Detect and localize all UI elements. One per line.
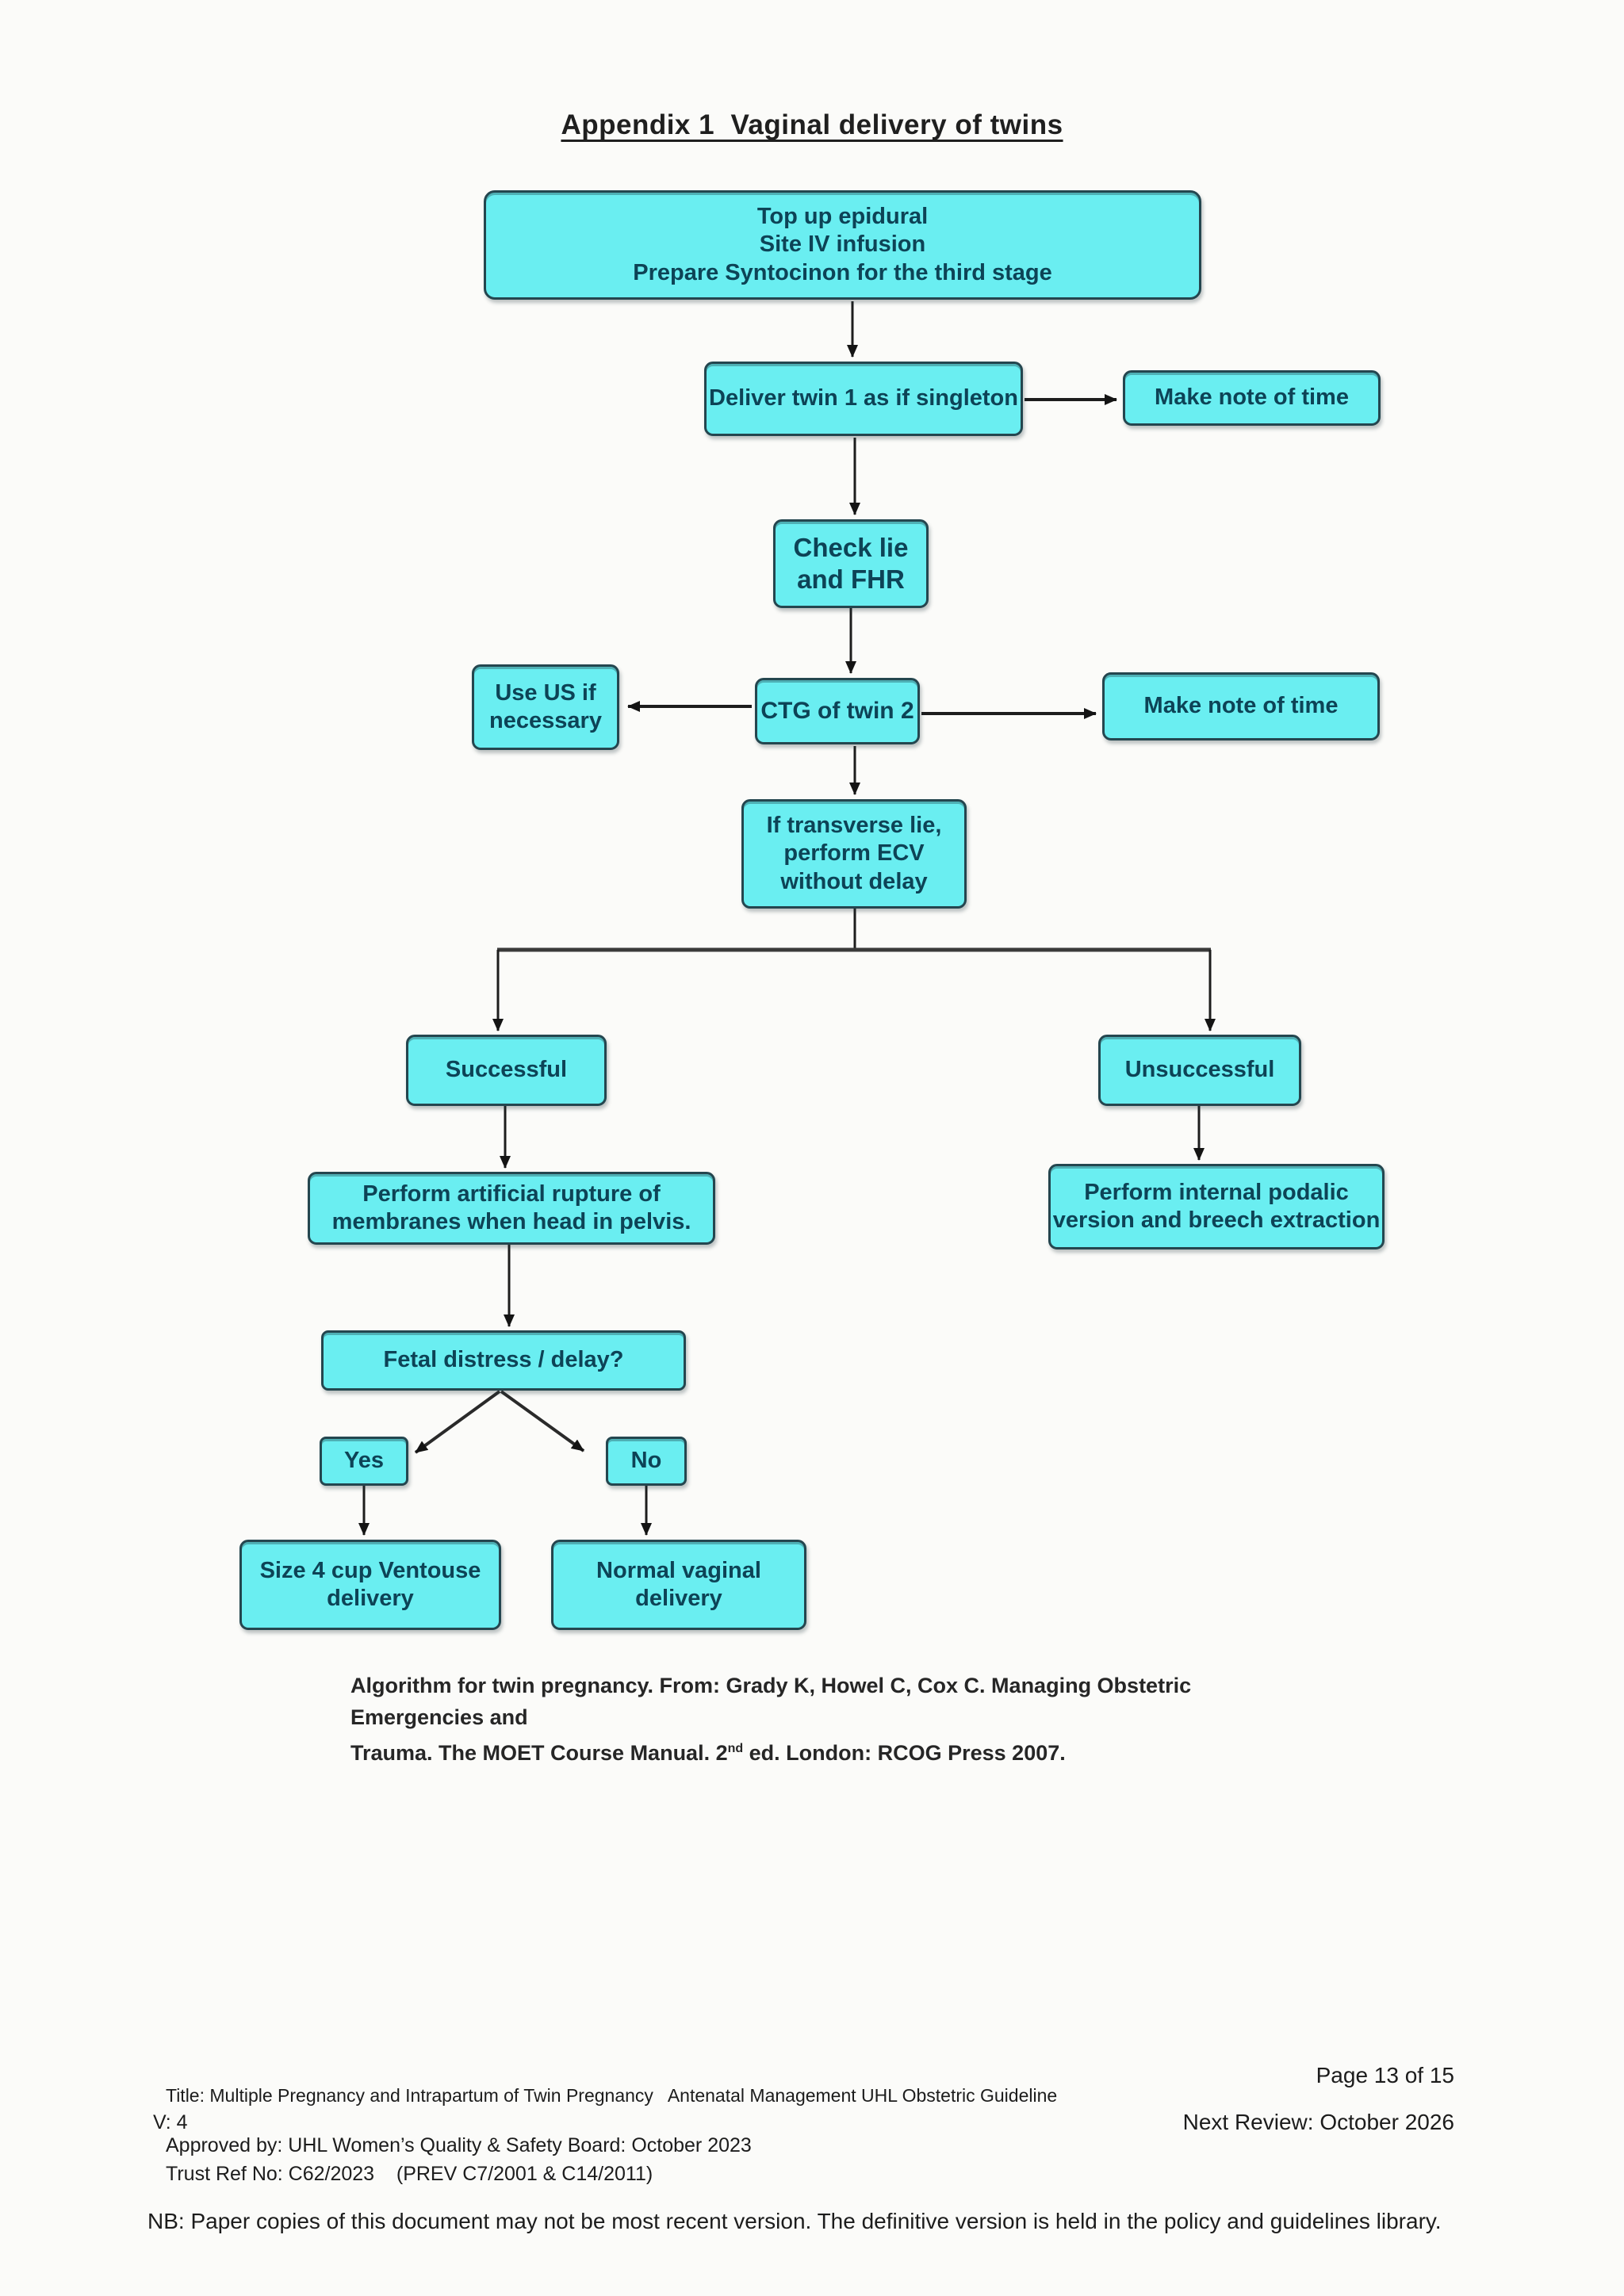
footer-doc-title: Title: Multiple Pregnancy and Intrapartu… xyxy=(166,2085,1058,2106)
footer-version: V: 4 xyxy=(153,2111,188,2133)
node-make-note-time-1: Make note of time xyxy=(1123,370,1381,426)
arrow-distress-to-no xyxy=(500,1390,585,1452)
node-internal-podalic: Perform internal podalic version and bre… xyxy=(1048,1164,1385,1249)
footer-nb-notice: NB: Paper copies of this document may no… xyxy=(147,2209,1442,2233)
node-normal-vaginal-delivery: Normal vaginal delivery xyxy=(551,1540,806,1630)
caption-superscript: nd xyxy=(727,1742,744,1755)
node-ventouse-delivery: Size 4 cup Ventouse delivery xyxy=(239,1540,501,1630)
node-yes: Yes xyxy=(320,1437,408,1486)
figure-caption: Algorithm for twin pregnancy. From: Grad… xyxy=(350,1670,1318,1769)
node-no: No xyxy=(606,1437,687,1486)
node-check-lie: Check lie and FHR xyxy=(773,519,929,608)
node-fetal-distress: Fetal distress / delay? xyxy=(321,1330,686,1391)
footer-trust-ref: Trust Ref No: C62/2023 (PREV C7/2001 & C… xyxy=(166,2163,653,2185)
footer-next-review: Next Review: October 2026 xyxy=(1182,2110,1454,2134)
node-successful: Successful xyxy=(406,1035,607,1106)
node-make-note-time-2: Make note of time xyxy=(1102,672,1380,740)
node-use-us: Use US if necessary xyxy=(472,664,619,750)
page-title: Appendix 1 Vaginal delivery of twins xyxy=(561,109,1063,140)
caption-line2: Trauma. The MOET Course Manual. 2nd ed. … xyxy=(350,1741,1066,1765)
node-ecv: If transverse lie, perform ECV without d… xyxy=(741,799,967,909)
arrow-distress-to-yes xyxy=(414,1390,501,1454)
node-ctg-twin2: CTG of twin 2 xyxy=(755,678,920,744)
node-artificial-rupture: Perform artificial rupture of membranes … xyxy=(308,1172,715,1245)
node-prep: Top up epidural Site IV infusion Prepare… xyxy=(484,190,1201,300)
caption-line1: Algorithm for twin pregnancy. From: Grad… xyxy=(350,1674,1192,1729)
flowchart: Top up epidural Site IV infusion Prepare… xyxy=(239,190,1385,1630)
node-unsuccessful: Unsuccessful xyxy=(1098,1035,1301,1106)
footer-approved-by: Approved by: UHL Women’s Quality & Safet… xyxy=(166,2134,752,2156)
page-number: Page 13 of 15 xyxy=(1316,2063,1454,2087)
node-deliver-twin1: Deliver twin 1 as if singleton xyxy=(704,362,1023,436)
